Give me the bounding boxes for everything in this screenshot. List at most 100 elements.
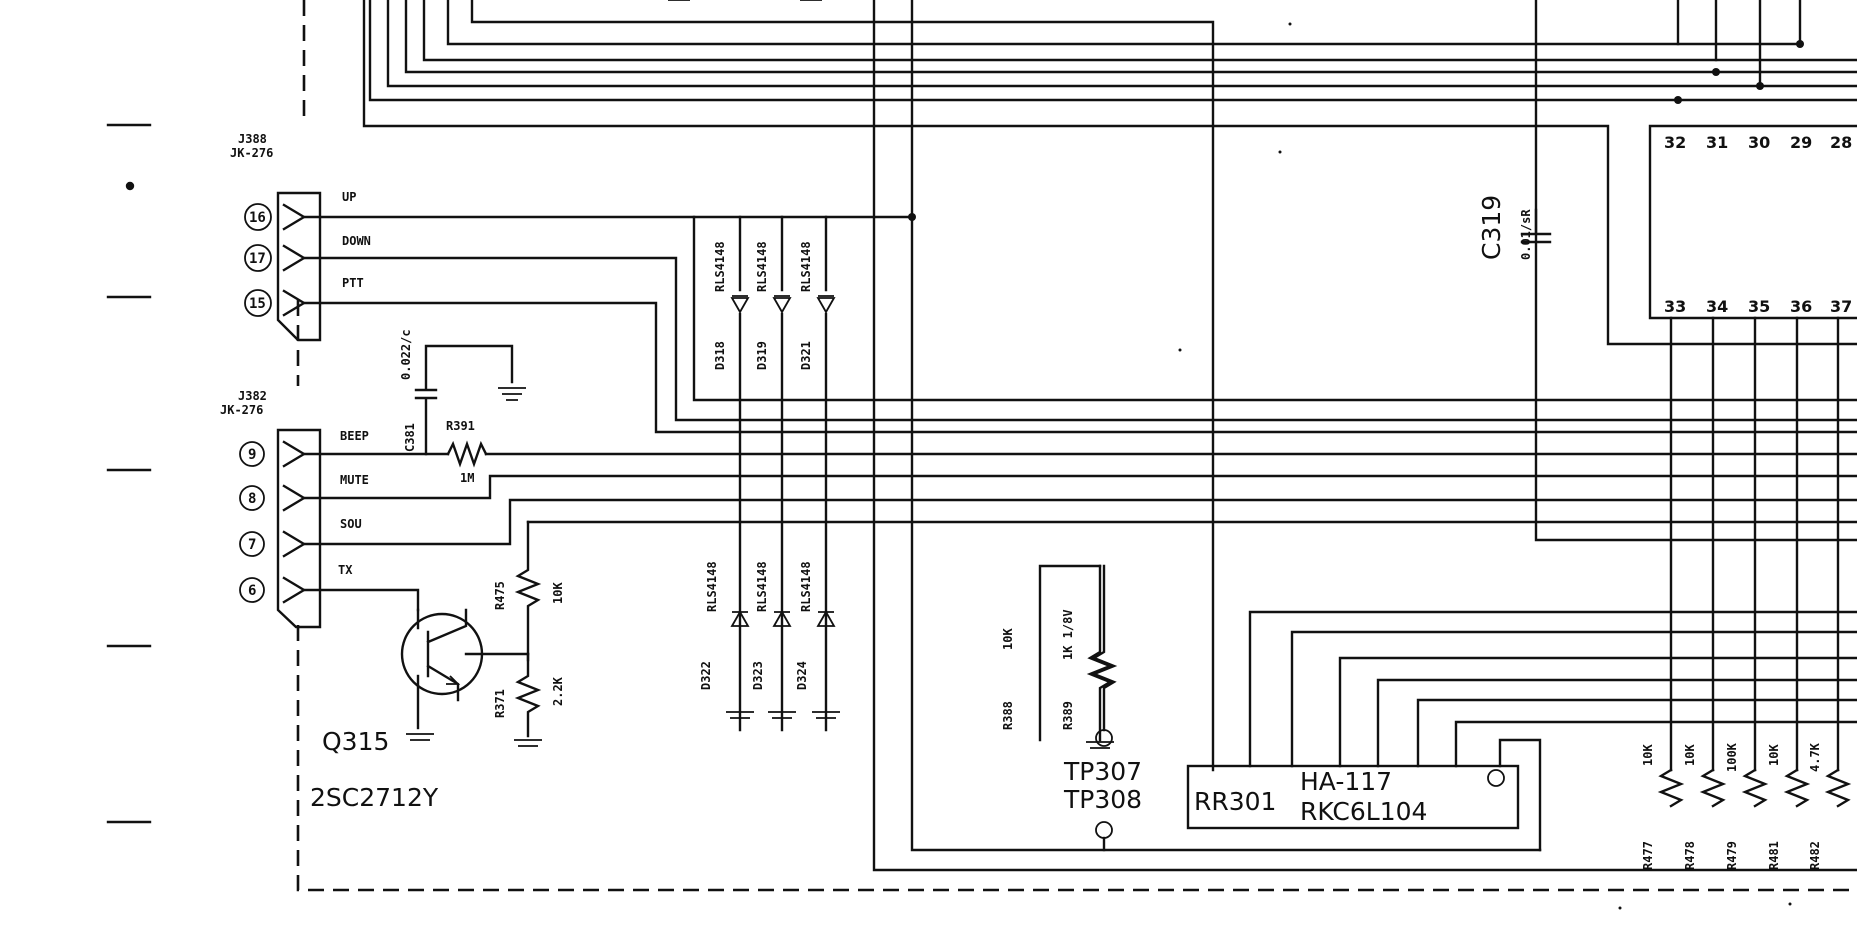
svg-text:9: 9 xyxy=(248,447,256,463)
ic-pin-36: 36 xyxy=(1790,297,1812,316)
diode-d319: RLS4148 D319 xyxy=(755,215,792,732)
svg-text:R478: R478 xyxy=(1683,841,1697,870)
svg-text:15: 15 xyxy=(249,296,266,312)
q315-type: 2SC2712Y xyxy=(310,783,439,812)
svg-text:D321: D321 xyxy=(799,341,813,370)
diode-d321: RLS4148 D321 xyxy=(799,215,836,732)
r391-ref: R391 xyxy=(446,419,475,433)
rr301-part: RKC6L104 xyxy=(1300,797,1427,826)
ic-pin-37: 37 xyxy=(1830,297,1852,316)
ic-pin-31: 31 xyxy=(1706,133,1728,152)
ic-pin-30: 30 xyxy=(1748,133,1770,152)
capacitor-c319: C319 0.01/sR xyxy=(1477,195,1552,260)
svg-text:7: 7 xyxy=(248,537,256,553)
r371-value: 2.2K xyxy=(551,676,565,706)
resistor-r482: R482 4.7K xyxy=(1808,742,1852,870)
j382-pin-9: 9 BEEP xyxy=(239,429,369,468)
diode-d318: RLS4148 D318 xyxy=(713,215,750,732)
resistor-r481: R481 10K xyxy=(1767,744,1811,870)
svg-text:RLS4148: RLS4148 xyxy=(713,241,727,292)
resistor-r479: R479 100K xyxy=(1725,742,1769,870)
svg-text:PTT: PTT xyxy=(342,276,364,290)
svg-text:D323: D323 xyxy=(751,661,765,690)
resistor-r391: R391 1M xyxy=(446,419,488,485)
svg-text:6: 6 xyxy=(248,583,256,599)
j388-pin-16: 16 UP xyxy=(244,190,356,231)
rr301-ref: RR301 xyxy=(1194,787,1276,816)
svg-text:8: 8 xyxy=(248,491,256,507)
resistor-r478: R478 10K xyxy=(1683,744,1727,870)
svg-text:R481: R481 xyxy=(1767,841,1781,870)
r389-value: 1K 1/8V xyxy=(1061,609,1075,660)
rr301-type: HA-117 xyxy=(1300,767,1392,796)
svg-text:D322: D322 xyxy=(699,661,713,690)
svg-text:D318: D318 xyxy=(713,341,727,370)
transistor-q315: Q315 2SC2712Y xyxy=(310,608,530,812)
svg-text:10K: 10K xyxy=(1641,744,1655,766)
svg-text:4.7K: 4.7K xyxy=(1808,742,1822,772)
svg-text:10K: 10K xyxy=(1767,744,1781,766)
test-points: TP307 TP308 xyxy=(1063,729,1142,852)
ic-pin-33: 33 xyxy=(1664,297,1686,316)
svg-text:RLS4148: RLS4148 xyxy=(799,561,813,612)
svg-text:16: 16 xyxy=(249,210,266,226)
ic-pin-29: 29 xyxy=(1790,133,1812,152)
r388-value: 10K xyxy=(1001,628,1015,650)
svg-text:17: 17 xyxy=(249,251,266,267)
svg-text:10K: 10K xyxy=(1683,744,1697,766)
svg-text:100K: 100K xyxy=(1725,742,1739,772)
svg-text:BEEP: BEEP xyxy=(340,429,369,443)
tp307-label: TP307 xyxy=(1063,757,1142,786)
svg-text:RLS4148: RLS4148 xyxy=(705,561,719,612)
j388-pin-15: 15 PTT xyxy=(244,276,364,317)
j382-pin-8: 8 MUTE xyxy=(239,473,369,512)
r475-ref: R475 xyxy=(493,581,507,610)
resistor-r371: R371 2.2K xyxy=(493,652,565,747)
margin-ticks xyxy=(106,123,152,824)
tp308-label: TP308 xyxy=(1063,785,1142,814)
diodes-top: RLS4148 D318 RLS4148 D319 RLS4148 D321 xyxy=(692,213,916,732)
svg-text:R477: R477 xyxy=(1641,841,1655,870)
svg-text:R482: R482 xyxy=(1808,841,1822,870)
svg-text:TX: TX xyxy=(338,563,353,577)
ic-pins-top: 32 31 30 29 28 xyxy=(1664,133,1852,152)
capacitor-c381: C381 0.022/c xyxy=(399,329,526,456)
r475-value: 10K xyxy=(551,582,565,604)
top-bus-wires xyxy=(362,0,1857,872)
svg-text:UP: UP xyxy=(342,190,356,204)
resistor-r388: R388 10K xyxy=(1001,564,1114,749)
connector-j388: J388 JK-276 16 UP 17 DOWN 15 PTT xyxy=(230,132,371,342)
diodes-bottom: RLS4148 D322 RLS4148 D323 RLS4148 D324 xyxy=(699,561,840,719)
c319-ref: C319 xyxy=(1477,195,1506,260)
resistor-r475: R475 10K xyxy=(493,520,565,662)
j382-ref: J382 xyxy=(238,389,267,403)
svg-text:RLS4148: RLS4148 xyxy=(799,241,813,292)
resistor-array-rr301: RR301 HA-117 RKC6L104 xyxy=(1186,610,1857,852)
ic-pin-32: 32 xyxy=(1664,133,1686,152)
j388-type: JK-276 xyxy=(230,146,273,160)
svg-text:MUTE: MUTE xyxy=(340,473,369,487)
diode-d322: RLS4148 D322 xyxy=(699,561,754,719)
ic-pin-34: 34 xyxy=(1706,297,1728,316)
q315-ref: Q315 xyxy=(322,727,389,756)
r391-value: 1M xyxy=(460,471,474,485)
j382-wires xyxy=(302,452,1857,612)
svg-text:DOWN: DOWN xyxy=(342,234,371,248)
ic-pin-28: 28 xyxy=(1830,133,1852,152)
c381-value: 0.022/c xyxy=(399,329,413,380)
ic-chip: 32 31 30 29 28 33 34 35 36 37 xyxy=(1648,124,1857,772)
j388-wires xyxy=(302,215,1857,434)
junction-dots-top xyxy=(1674,40,1804,104)
svg-text:D319: D319 xyxy=(755,341,769,370)
diode-d324: RLS4148 D324 xyxy=(795,561,840,719)
svg-text:RLS4148: RLS4148 xyxy=(755,561,769,612)
r371-ref: R371 xyxy=(493,689,507,718)
j388-pin-17: 17 DOWN xyxy=(244,234,371,272)
board-outline xyxy=(296,0,1857,892)
svg-text:D324: D324 xyxy=(795,661,809,690)
r389-ref: R389 xyxy=(1061,701,1075,730)
resistor-r477: R477 10K xyxy=(1641,744,1685,870)
resistor-bank: R477 10K R478 10K R479 100K R481 10K R48… xyxy=(1641,742,1852,870)
j382-pin-6: 6 TX xyxy=(239,563,353,604)
